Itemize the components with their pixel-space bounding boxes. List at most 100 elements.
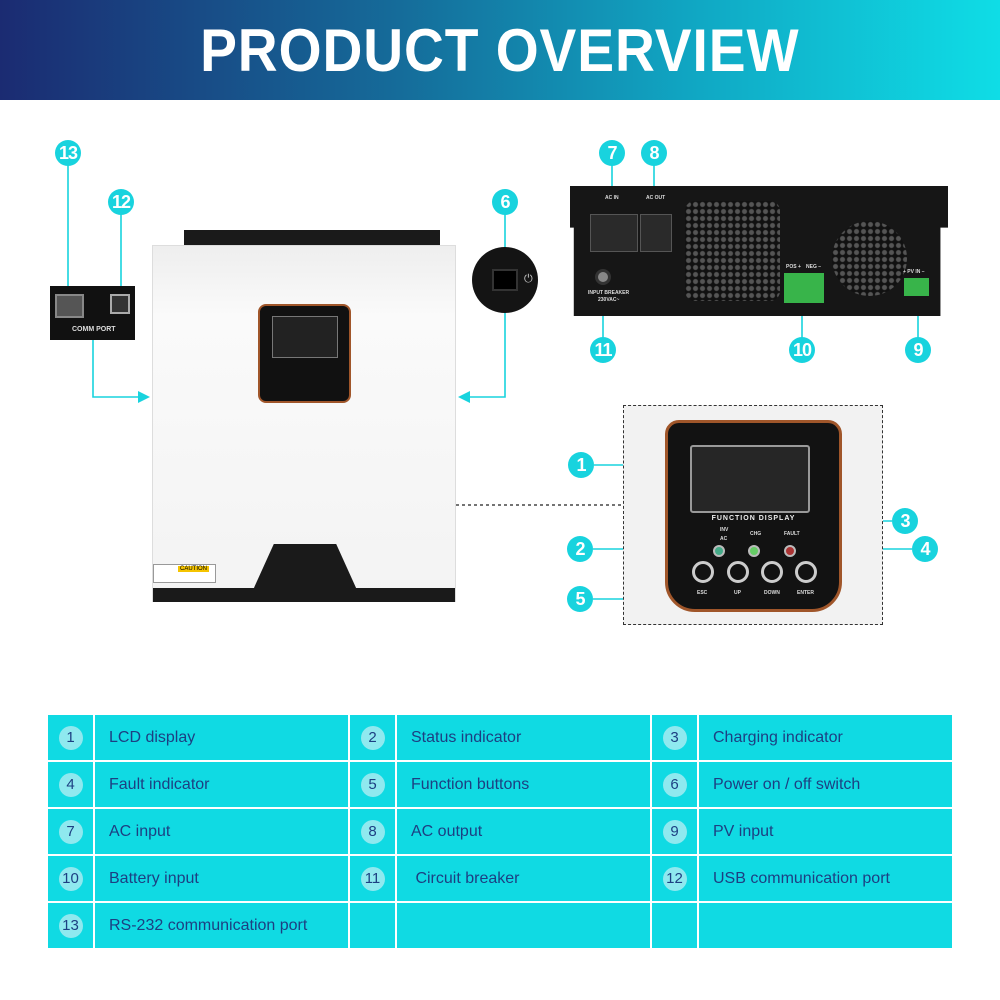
- legend-number: 9: [662, 819, 687, 844]
- ac-input-terminal: [590, 214, 638, 252]
- legend-label: AC input: [109, 822, 171, 840]
- legend-number-cell: 4: [48, 762, 93, 807]
- legend-label: Power on / off switch: [713, 775, 861, 793]
- legend-number-cell: 8: [350, 809, 395, 854]
- legend-number: 11: [360, 866, 385, 891]
- legend-label-cell: Fault indicator: [95, 762, 348, 807]
- front-bracket: [184, 230, 440, 248]
- legend-number-cell: 2: [350, 715, 395, 760]
- legend-number: 3: [662, 725, 687, 750]
- legend-label-cell: PV input: [699, 809, 952, 854]
- page-title: PRODUCT OVERVIEW: [200, 16, 800, 84]
- legend-number: 13: [58, 913, 83, 938]
- legend-label: USB communication port: [713, 869, 890, 887]
- legend-label-cell: AC input: [95, 809, 348, 854]
- legend-number: 4: [58, 772, 83, 797]
- legend-label-cell: LCD display: [95, 715, 348, 760]
- legend-number-cell: 10: [48, 856, 93, 901]
- legend-label-cell: RS-232 communication port: [95, 903, 348, 948]
- legend-number: 10: [58, 866, 83, 891]
- legend-label-cell: Charging indicator: [699, 715, 952, 760]
- callout-4: 4: [912, 536, 938, 562]
- callout-1: 1: [568, 452, 594, 478]
- legend-number-cell: 9: [652, 809, 697, 854]
- legend-label: Function buttons: [411, 775, 530, 793]
- legend-number-cell: [350, 903, 395, 948]
- callout-6: 6: [492, 189, 518, 215]
- legend-number: 7: [58, 819, 83, 844]
- usb-port: [110, 294, 130, 314]
- legend-label: Status indicator: [411, 728, 522, 746]
- legend-number: 12: [662, 866, 687, 891]
- power-switch-closeup: ⏻: [472, 247, 538, 313]
- legend-number-cell: 1: [48, 715, 93, 760]
- header-banner: PRODUCT OVERVIEW: [0, 0, 1000, 100]
- legend-number-cell: 13: [48, 903, 93, 948]
- caution-label: CAUTION: [153, 564, 216, 583]
- callout-2: 2: [567, 536, 593, 562]
- legend-number: 8: [360, 819, 385, 844]
- callout-7: 7: [599, 140, 625, 166]
- legend-label-cell: [699, 903, 952, 948]
- comm-port-label: COMM PORT: [72, 326, 116, 333]
- legend-table: 1 LCD display 2 Status indicator 3 Charging i…: [48, 715, 952, 948]
- callout-5: 5: [567, 586, 593, 612]
- callout-8: 8: [641, 140, 667, 166]
- lcd-display: [690, 445, 810, 513]
- legend-label: RS-232 communication port: [109, 916, 308, 934]
- legend-label-cell: Power on / off switch: [699, 762, 952, 807]
- legend-number: 1: [58, 725, 83, 750]
- front-control-panel: [258, 304, 351, 403]
- legend-label: AC output: [411, 822, 483, 840]
- legend-label-cell: Status indicator: [397, 715, 650, 760]
- legend-label-cell: USB communication port: [699, 856, 952, 901]
- legend-number-cell: 12: [652, 856, 697, 901]
- enter-button[interactable]: [795, 561, 817, 583]
- callout-13: 13: [55, 140, 81, 166]
- legend-label-cell: Circuit breaker: [397, 856, 650, 901]
- control-panel: FUNCTION DISPLAY INV AC CHG FAULT ESC UP…: [665, 420, 842, 612]
- legend-number-cell: 11: [350, 856, 395, 901]
- callout-9: 9: [905, 337, 931, 363]
- legend-label-cell: [397, 903, 650, 948]
- ac-output-terminal: [640, 214, 672, 252]
- legend-label: PV input: [713, 822, 774, 840]
- legend-label: Battery input: [109, 869, 199, 887]
- callout-12: 12: [108, 189, 134, 215]
- legend-label-cell: AC output: [397, 809, 650, 854]
- callout-3: 3: [892, 508, 918, 534]
- legend-number-cell: [652, 903, 697, 948]
- legend-label-cell: Battery input: [95, 856, 348, 901]
- legend-number: 6: [662, 772, 687, 797]
- legend-number-cell: 5: [350, 762, 395, 807]
- down-button[interactable]: [761, 561, 783, 583]
- pv-terminal: [904, 278, 929, 296]
- up-button[interactable]: [727, 561, 749, 583]
- circuit-breaker: [595, 269, 611, 285]
- legend-label: LCD display: [109, 728, 196, 746]
- fan-grille: [832, 221, 907, 296]
- charging-led: [748, 545, 760, 557]
- callout-11: 11: [590, 337, 616, 363]
- power-switch[interactable]: [492, 269, 518, 291]
- legend-label-cell: Function buttons: [397, 762, 650, 807]
- legend-label: Circuit breaker: [411, 869, 520, 887]
- status-led: [713, 545, 725, 557]
- fault-led: [784, 545, 796, 557]
- rs232-port: [55, 294, 84, 318]
- battery-terminal: [784, 273, 824, 303]
- legend-number-cell: 7: [48, 809, 93, 854]
- fan-grille: [685, 201, 780, 301]
- legend-number-cell: 6: [652, 762, 697, 807]
- inverter-rear: AC IN AC OUT POS + NEG − + PV IN − INPUT…: [570, 186, 948, 316]
- legend-number: 2: [360, 725, 385, 750]
- legend-number-cell: 3: [652, 715, 697, 760]
- legend-label: Fault indicator: [109, 775, 210, 793]
- legend-number: 5: [360, 772, 385, 797]
- legend-label: Charging indicator: [713, 728, 843, 746]
- power-icon: ⏻: [524, 273, 533, 285]
- esc-button[interactable]: [692, 561, 714, 583]
- comm-port-closeup: COMM PORT: [50, 286, 135, 340]
- callout-10: 10: [789, 337, 815, 363]
- inverter-front: CAUTION: [152, 245, 456, 602]
